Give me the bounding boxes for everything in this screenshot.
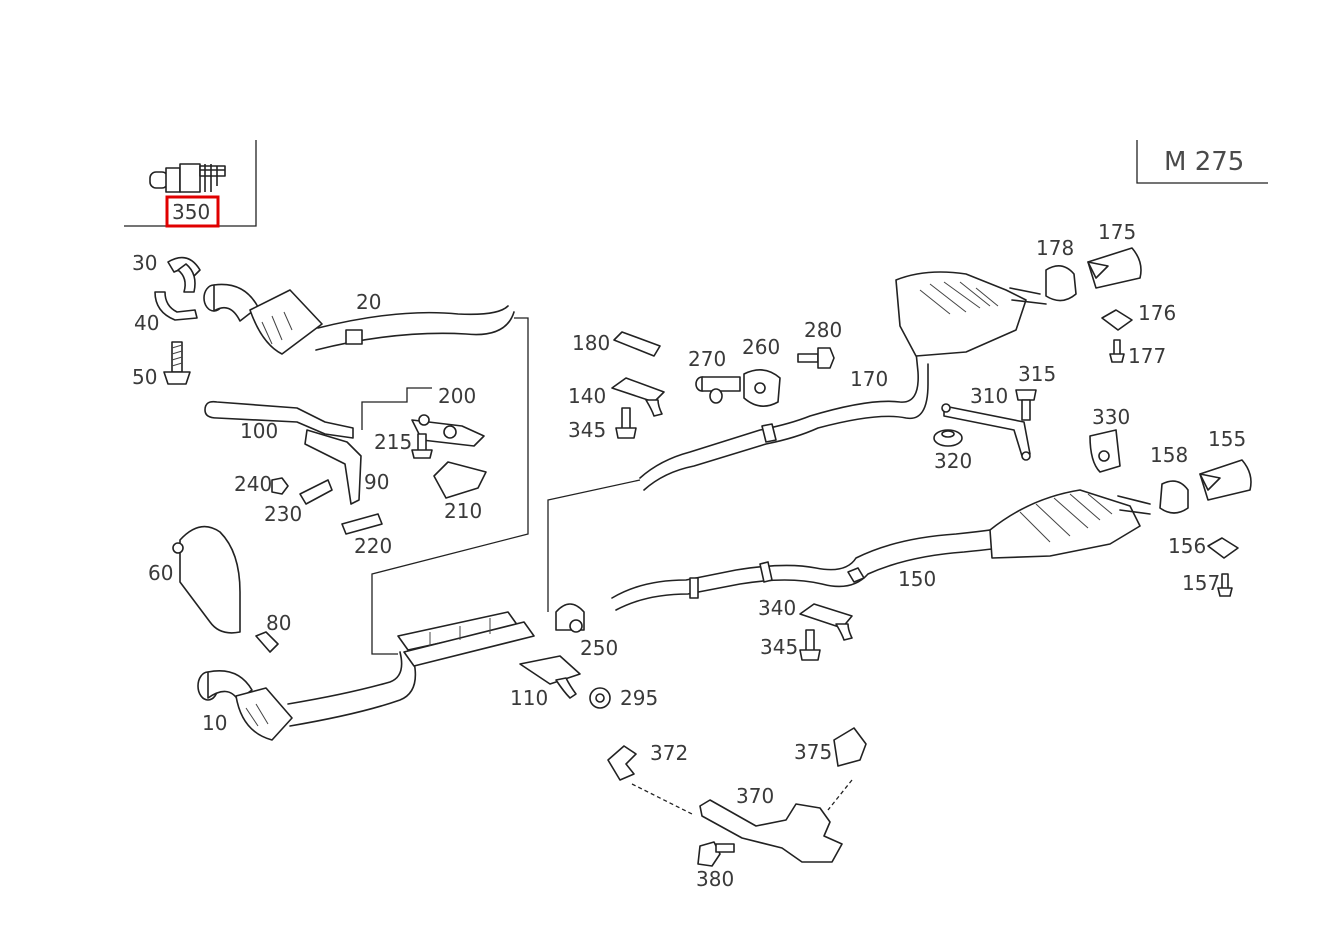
rubber-mount-260[interactable]: 260 [742, 335, 781, 407]
part-label: 80 [266, 611, 291, 635]
bracket-370[interactable]: 370 [699, 784, 843, 863]
part-label: 156 [1168, 534, 1206, 558]
part-label: 177 [1128, 344, 1166, 368]
part-label: 350 [172, 200, 210, 224]
part-label: 330 [1092, 405, 1130, 429]
bracket-310[interactable]: 310 [941, 384, 1031, 461]
bolt-80[interactable]: 80 [255, 611, 291, 653]
part-label: 155 [1208, 427, 1246, 451]
part-label: 370 [736, 784, 774, 808]
part-label: 240 [234, 472, 272, 496]
bolt-215[interactable]: 215 [374, 430, 433, 459]
oxygen-sensor-350[interactable]: 350 [124, 140, 257, 228]
part-label: 200 [438, 384, 476, 408]
part-label: 178 [1036, 236, 1074, 260]
ring-295[interactable]: 295 [589, 686, 658, 710]
part-label: 315 [1018, 362, 1056, 386]
part-label: 220 [354, 534, 392, 558]
middle-twin-pipe[interactable] [397, 611, 535, 667]
part-label: 20 [356, 290, 381, 314]
bracket-200[interactable]: 200 [411, 384, 485, 447]
bolt-270[interactable]: 270 [688, 347, 741, 404]
tailpipe-175[interactable]: 175 [1087, 220, 1142, 289]
part-label: 40 [134, 311, 159, 335]
part-label: 60 [148, 561, 173, 585]
part-label: 170 [850, 367, 888, 391]
bracket-180[interactable]: 180 [572, 331, 661, 357]
clamp-250[interactable]: 250 [555, 603, 618, 660]
tailpipe-155[interactable]: 155 [1199, 427, 1252, 501]
nut-240[interactable]: 240 [234, 472, 289, 496]
part-label: 345 [568, 418, 606, 442]
part-label: 10 [202, 711, 227, 735]
part-label: 175 [1098, 220, 1136, 244]
front-pipe-20[interactable]: 20 [203, 283, 515, 355]
bracket-90[interactable]: 90 [304, 429, 389, 505]
part-label: 157 [1182, 571, 1220, 595]
part-label: 380 [696, 867, 734, 891]
part-label: 90 [364, 470, 389, 494]
clamp-178[interactable]: 178 [1036, 236, 1077, 302]
rear-pipe-150[interactable]: 150 [611, 489, 1151, 611]
bracket-140[interactable]: 140 [568, 377, 665, 417]
part-label: 30 [132, 251, 157, 275]
hanger-330[interactable]: 330 [1089, 405, 1130, 473]
part-label: 140 [568, 384, 606, 408]
part-label: 295 [620, 686, 658, 710]
screw-157[interactable]: 157 [1182, 571, 1233, 597]
part-label: 340 [758, 596, 796, 620]
bolt-345-lower[interactable]: 345 [760, 629, 821, 661]
clamp-30[interactable]: 30 [132, 251, 201, 293]
bolt-345-upper[interactable]: 345 [568, 407, 637, 442]
leader-line [371, 317, 529, 655]
part-label: 270 [688, 347, 726, 371]
leader-line [361, 387, 432, 430]
part-label: 375 [794, 740, 832, 764]
bolt-380[interactable]: 380 [696, 841, 735, 891]
clip-156[interactable]: 156 [1168, 534, 1239, 559]
highlight-box [165, 195, 220, 228]
rubber-mount-210[interactable]: 210 [433, 461, 487, 523]
clip-372[interactable]: 372 [607, 741, 688, 781]
part-label: 260 [742, 335, 780, 359]
clip-220[interactable]: 220 [341, 513, 392, 558]
bracket-340[interactable]: 340 [758, 596, 853, 641]
part-label: 100 [240, 419, 278, 443]
part-label: 210 [444, 499, 482, 523]
part-label: 158 [1150, 443, 1188, 467]
bolt-315[interactable]: 315 [1015, 362, 1056, 421]
bracket-100[interactable]: 100 [204, 400, 354, 443]
part-label: 345 [760, 635, 798, 659]
part-label: 250 [580, 636, 618, 660]
screw-177[interactable]: 177 [1109, 339, 1166, 368]
heat-shield-60[interactable]: 60 [148, 525, 241, 634]
bracket-110[interactable]: 110 [510, 655, 581, 710]
part-label: 110 [510, 686, 548, 710]
part-label: 50 [132, 365, 157, 389]
rubber-320[interactable]: 320 [933, 429, 972, 473]
part-label: 150 [898, 567, 936, 591]
clip-375[interactable]: 375 [794, 727, 867, 767]
leader-line [547, 479, 641, 612]
part-label: 176 [1138, 301, 1176, 325]
bracket-230[interactable]: 230 [264, 479, 333, 526]
part-label: 230 [264, 502, 302, 526]
part-label: 372 [650, 741, 688, 765]
bolt-280[interactable]: 280 [797, 318, 842, 369]
clamp-40[interactable]: 40 [134, 291, 198, 335]
bolt-50[interactable]: 50 [132, 341, 191, 389]
clamp-158[interactable]: 158 [1150, 443, 1189, 514]
engine-code-box: M 275 [1136, 140, 1268, 184]
rear-pipe-170[interactable]: 170 [639, 271, 1047, 491]
front-pipe-10[interactable]: 10 [197, 651, 417, 741]
part-label: 320 [934, 449, 972, 473]
part-label: 280 [804, 318, 842, 342]
engine-code: M 275 [1164, 147, 1244, 177]
part-label: 215 [374, 430, 412, 454]
clip-176[interactable]: 176 [1101, 301, 1176, 331]
part-label: 310 [970, 384, 1008, 408]
part-label: 180 [572, 331, 610, 355]
